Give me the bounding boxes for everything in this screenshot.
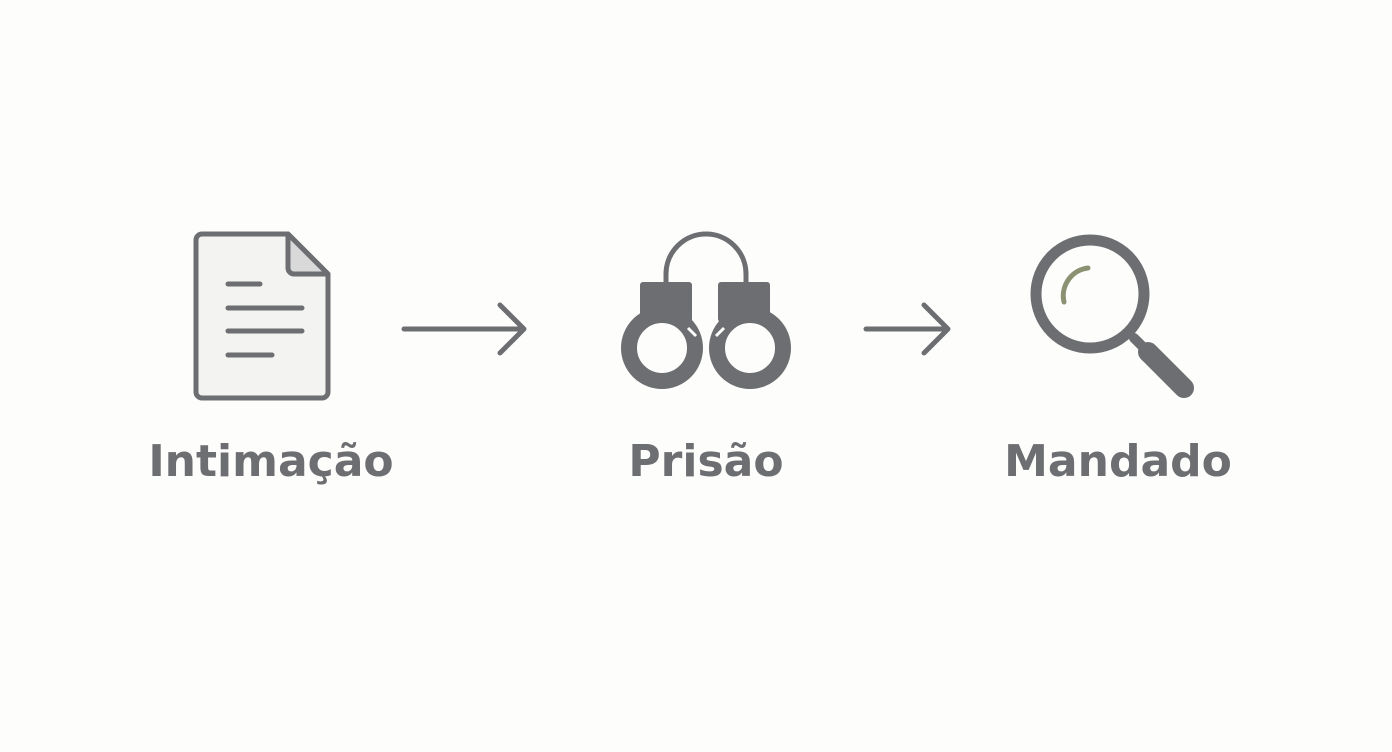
handcuffs-icon [621,231,791,389]
magnifying-glass-icon [1030,234,1194,398]
step-label-mandado: Mandado [1004,436,1232,487]
arrow-right-icon [401,302,527,356]
document-icon [193,231,331,401]
arrow-right-icon [863,302,951,356]
step-label-intimacao: Intimação [148,436,394,487]
step-label-prisao: Prisão [628,436,784,487]
